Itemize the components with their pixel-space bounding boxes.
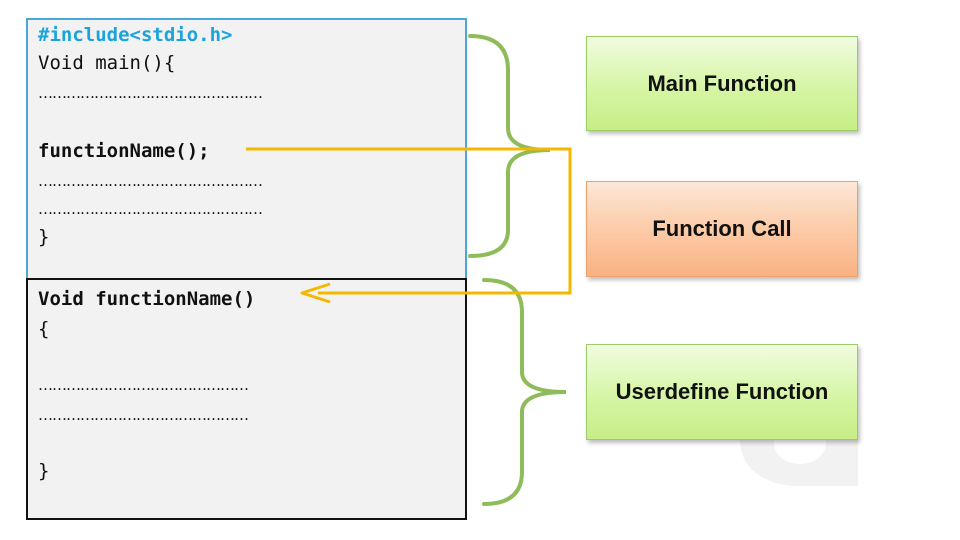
main-function-bracket — [468, 34, 551, 258]
function-opening-brace: { — [38, 318, 50, 340]
main-function-label: Main Function — [586, 36, 858, 131]
function-placeholder-line-2: ……………………………………… — [38, 406, 249, 424]
function-call-line: functionName(); — [38, 140, 210, 162]
function-closing-brace: } — [38, 460, 50, 482]
main-placeholder-line-1: ………………………………………… — [38, 84, 263, 102]
main-function-code-box: #include<stdio.h> Void main(){ ………………………… — [26, 18, 467, 280]
function-signature-line: Void functionName() — [38, 288, 256, 310]
main-closing-brace: } — [38, 226, 50, 248]
main-placeholder-line-2: ………………………………………… — [38, 172, 263, 190]
main-placeholder-line-3: ………………………………………… — [38, 200, 263, 218]
include-line: #include<stdio.h> — [38, 24, 233, 46]
userdefine-function-code-box: Void functionName() { ……………………………………… ……… — [26, 278, 467, 520]
main-signature-line: Void main(){ — [38, 52, 176, 74]
function-placeholder-line-1: ……………………………………… — [38, 376, 249, 394]
userdefine-function-label: Userdefine Function — [586, 344, 858, 440]
userdefine-function-bracket — [482, 278, 567, 506]
function-call-label: Function Call — [586, 181, 858, 277]
